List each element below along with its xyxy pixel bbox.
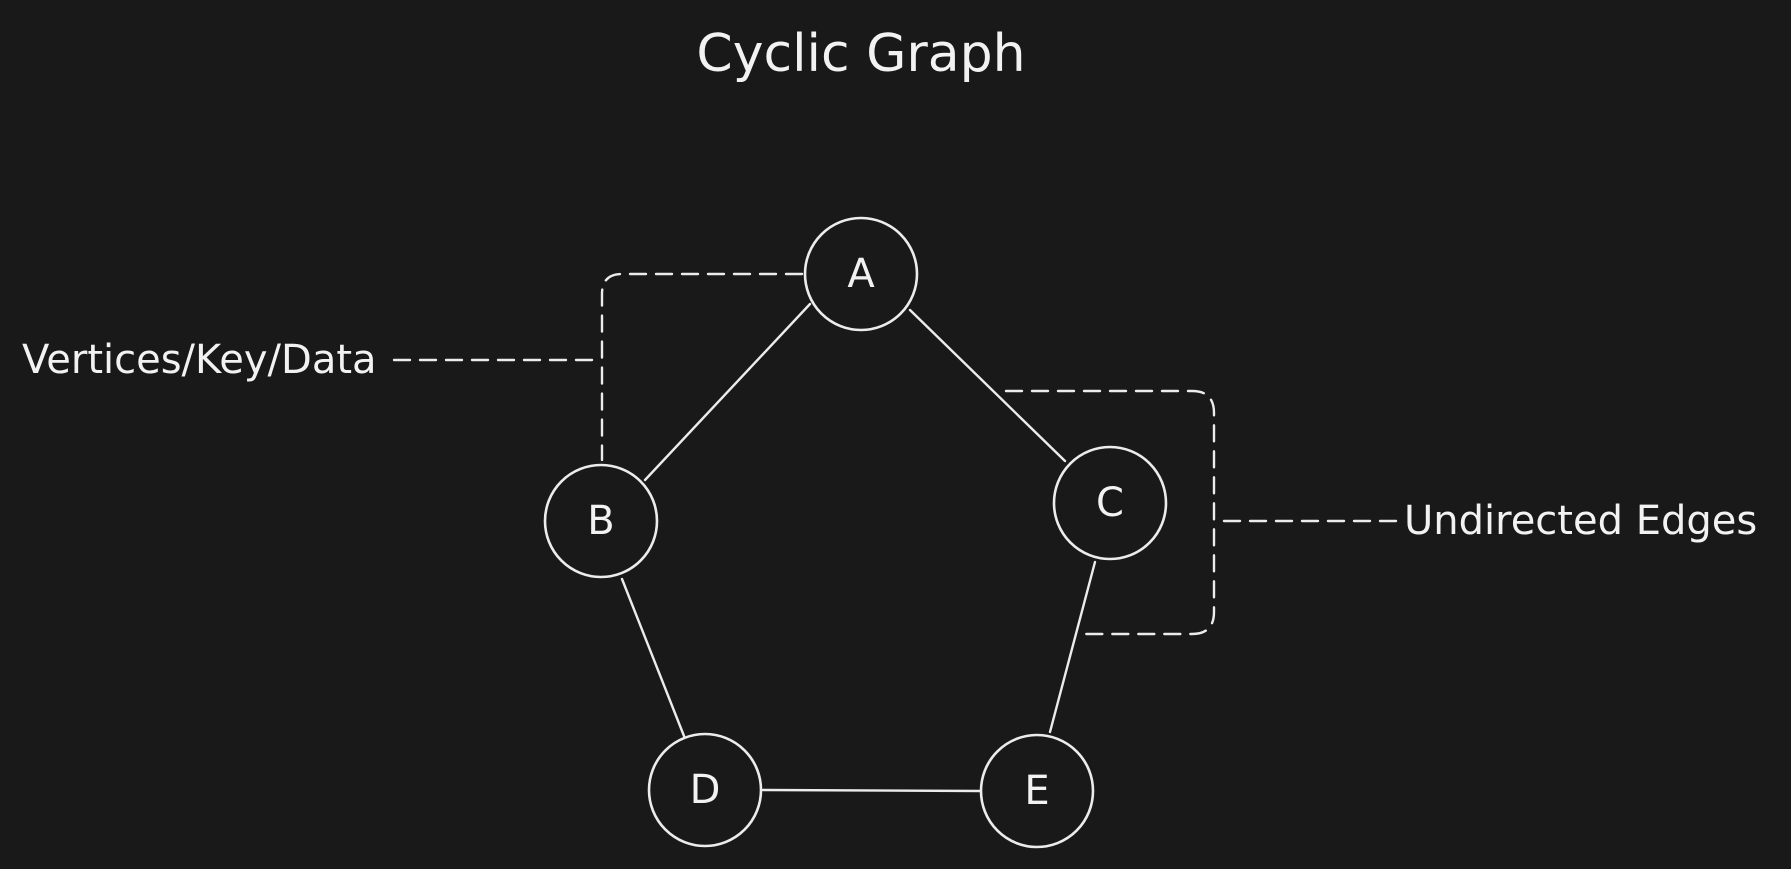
vertices-bracket — [600, 272, 804, 462]
node-b-circle — [543, 463, 659, 579]
edges-layer — [620, 302, 1097, 793]
edge-a-c — [908, 308, 1067, 463]
vertices-annotation-label: Vertices/Key/Data — [22, 337, 377, 383]
edge-b-d — [620, 577, 686, 738]
node-d-circle — [647, 732, 763, 848]
node-e-label: E — [1024, 768, 1049, 814]
edge-c-e — [1048, 560, 1097, 734]
edge-a-b — [643, 302, 812, 482]
node-a-circle — [803, 216, 919, 332]
edge-d-e — [761, 788, 982, 793]
node-e: E — [979, 733, 1095, 849]
node-c-label: C — [1096, 480, 1124, 526]
node-d-label: D — [690, 767, 721, 813]
node-a-label: A — [847, 251, 875, 297]
diagram-title: Cyclic Graph — [696, 24, 1025, 84]
node-e-circle — [979, 733, 1095, 849]
node-b-label: B — [587, 498, 614, 544]
annotation-brackets — [392, 272, 1402, 636]
node-b: B — [543, 463, 659, 579]
node-c: C — [1052, 445, 1168, 561]
node-c-circle — [1052, 445, 1168, 561]
edges-annotation-label: Undirected Edges — [1404, 498, 1757, 544]
edges-bracket — [1004, 389, 1216, 636]
node-d: D — [647, 732, 763, 848]
node-a: A — [803, 216, 919, 332]
